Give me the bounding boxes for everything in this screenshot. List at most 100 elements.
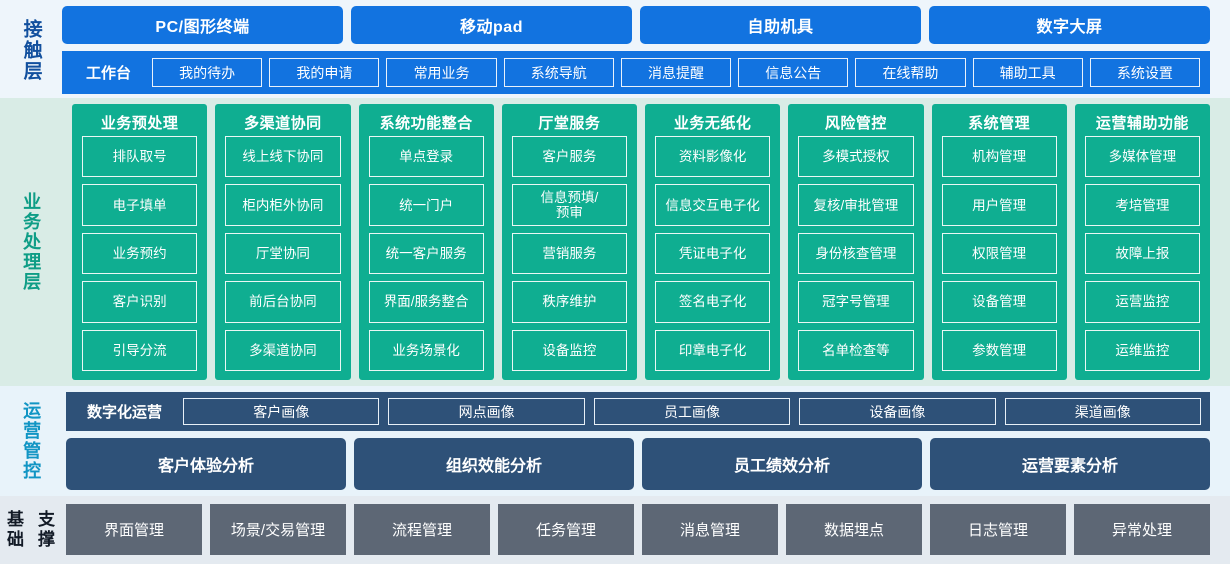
- analysis-chip[interactable]: 客户体验分析: [66, 438, 346, 490]
- business-item[interactable]: 参数管理: [941, 329, 1057, 372]
- operations-layer-band: 运营管控 数字化运营 客户画像 网点画像 员工画像 设备画像 渠道画像 客户体验…: [0, 386, 1230, 496]
- business-item[interactable]: 故障上报: [1084, 232, 1200, 275]
- business-item-list: 多媒体管理 考培管理 故障上报 运营监控 运维监控: [1084, 136, 1200, 372]
- business-item-list: 资料影像化 信息交互电子化 凭证电子化 签名电子化 印章电子化: [655, 136, 771, 372]
- foundation-chip-row: 界面管理 场景/交易管理 流程管理 任务管理 消息管理 数据埋点 日志管理 异常…: [62, 504, 1230, 555]
- business-column: 风险管控 多模式授权 复核/审批管理 身份核查管理 冠字号管理 名单检查等: [788, 104, 924, 380]
- foundation-chip[interactable]: 流程管理: [354, 504, 490, 555]
- business-item[interactable]: 业务预约: [82, 232, 198, 275]
- terminal-chip[interactable]: 数字大屏: [929, 6, 1210, 44]
- business-item[interactable]: 设备监控: [511, 329, 627, 372]
- business-item[interactable]: 多模式授权: [798, 136, 914, 178]
- portrait-item[interactable]: 设备画像: [799, 398, 996, 425]
- menu-item[interactable]: 信息公告: [738, 58, 849, 87]
- contact-layer-label: 接触层: [0, 6, 62, 94]
- business-column: 多渠道协同 线上线下协同 柜内柜外协同 厅堂协同 前后台协同 多渠道协同: [215, 104, 351, 380]
- workbench-label: 工作台: [86, 65, 132, 82]
- business-item[interactable]: 界面/服务整合: [368, 281, 484, 323]
- business-item-list: 排队取号 电子填单 业务预约 客户识别 引导分流: [82, 136, 198, 372]
- business-column-title: 风险管控: [824, 115, 887, 132]
- menu-item[interactable]: 在线帮助: [855, 58, 966, 87]
- business-item[interactable]: 营销服务: [511, 232, 627, 275]
- foundation-chip[interactable]: 异常处理: [1074, 504, 1210, 555]
- terminal-chip[interactable]: 移动pad: [351, 6, 632, 44]
- business-item-list: 客户服务 信息预填/ 预审 营销服务 秩序维护 设备监控: [511, 136, 627, 372]
- business-item-list: 多模式授权 复核/审批管理 身份核查管理 冠字号管理 名单检查等: [798, 136, 914, 372]
- business-item[interactable]: 用户管理: [941, 184, 1057, 226]
- menu-item[interactable]: 系统导航: [503, 58, 614, 87]
- portrait-item[interactable]: 渠道画像: [1004, 398, 1201, 425]
- workbench-menu-bar: 工作台 我的待办 我的申请 常用业务 系统导航 消息提醒 信息公告 在线帮助 辅…: [62, 51, 1210, 94]
- business-item[interactable]: 设备管理: [941, 281, 1057, 323]
- business-item[interactable]: 多渠道协同: [225, 329, 341, 372]
- business-column: 厅堂服务 客户服务 信息预填/ 预审 营销服务 秩序维护 设备监控: [501, 104, 637, 380]
- business-layer-body: 业务预处理 排队取号 电子填单 业务预约 客户识别 引导分流 多渠道协同 线上线…: [62, 104, 1230, 380]
- menu-item[interactable]: 我的待办: [152, 58, 263, 87]
- digital-operations-bar: 数字化运营 客户画像 网点画像 员工画像 设备画像 渠道画像: [66, 392, 1210, 431]
- business-item[interactable]: 身份核查管理: [798, 232, 914, 275]
- business-item[interactable]: 印章电子化: [655, 329, 771, 372]
- business-item[interactable]: 电子填单: [82, 184, 198, 226]
- portrait-item[interactable]: 客户画像: [183, 398, 380, 425]
- business-item[interactable]: 凭证电子化: [655, 232, 771, 275]
- foundation-chip[interactable]: 场景/交易管理: [210, 504, 346, 555]
- menu-item[interactable]: 辅助工具: [972, 58, 1083, 87]
- business-column-title: 系统管理: [968, 115, 1031, 132]
- analysis-chip[interactable]: 员工绩效分析: [642, 438, 922, 490]
- business-item-list: 单点登录 统一门户 统一客户服务 界面/服务整合 业务场景化: [368, 136, 484, 372]
- business-item[interactable]: 线上线下协同: [225, 136, 341, 178]
- business-item[interactable]: 统一客户服务: [368, 232, 484, 275]
- contact-layer-body: PC/图形终端 移动pad 自助机具 数字大屏 工作台 我的待办 我的申请 常用…: [62, 6, 1230, 94]
- business-item[interactable]: 权限管理: [941, 232, 1057, 275]
- business-item[interactable]: 柜内柜外协同: [225, 184, 341, 226]
- business-item[interactable]: 多媒体管理: [1084, 136, 1200, 178]
- business-item[interactable]: 引导分流: [82, 329, 198, 372]
- business-item-list: 线上线下协同 柜内柜外协同 厅堂协同 前后台协同 多渠道协同: [225, 136, 341, 372]
- foundation-layer-band: 基础 支撑 界面管理 场景/交易管理 流程管理 任务管理 消息管理 数据埋点 日…: [0, 496, 1230, 564]
- foundation-layer-label-line2: 支撑: [38, 509, 55, 549]
- terminal-chip[interactable]: 自助机具: [640, 6, 921, 44]
- menu-item[interactable]: 消息提醒: [620, 58, 732, 87]
- foundation-chip[interactable]: 任务管理: [498, 504, 634, 555]
- business-column: 运营辅助功能 多媒体管理 考培管理 故障上报 运营监控 运维监控: [1074, 104, 1210, 380]
- business-item[interactable]: 业务场景化: [368, 329, 484, 372]
- operations-content: 数字化运营 客户画像 网点画像 员工画像 设备画像 渠道画像 客户体验分析 组织…: [62, 392, 1230, 490]
- foundation-chip[interactable]: 界面管理: [66, 504, 202, 555]
- foundation-chip[interactable]: 数据埋点: [786, 504, 922, 555]
- menu-item[interactable]: 系统设置: [1089, 58, 1200, 87]
- business-item[interactable]: 客户服务: [511, 136, 627, 178]
- business-item[interactable]: 考培管理: [1084, 184, 1200, 226]
- business-item[interactable]: 信息交互电子化: [655, 184, 771, 226]
- business-item[interactable]: 前后台协同: [225, 281, 341, 323]
- business-item[interactable]: 资料影像化: [655, 136, 771, 178]
- business-column-title: 运营辅助功能: [1095, 115, 1189, 132]
- business-item[interactable]: 统一门户: [368, 184, 484, 226]
- business-item[interactable]: 客户识别: [82, 281, 198, 323]
- business-column: 业务预处理 排队取号 电子填单 业务预约 客户识别 引导分流: [72, 104, 208, 380]
- business-item[interactable]: 单点登录: [368, 136, 484, 178]
- operations-layer-body: 数字化运营 客户画像 网点画像 员工画像 设备画像 渠道画像 客户体验分析 组织…: [62, 392, 1230, 490]
- business-item[interactable]: 复核/审批管理: [798, 184, 914, 226]
- portrait-item[interactable]: 网点画像: [388, 398, 585, 425]
- business-item[interactable]: 冠字号管理: [798, 281, 914, 323]
- business-item-list: 机构管理 用户管理 权限管理 设备管理 参数管理: [941, 136, 1057, 372]
- analysis-chip[interactable]: 运营要素分析: [930, 438, 1210, 490]
- foundation-chip[interactable]: 消息管理: [642, 504, 778, 555]
- business-item[interactable]: 厅堂协同: [225, 232, 341, 275]
- business-item[interactable]: 秩序维护: [511, 281, 627, 323]
- business-item[interactable]: 排队取号: [82, 136, 198, 178]
- business-item[interactable]: 信息预填/ 预审: [511, 184, 627, 226]
- portrait-item[interactable]: 员工画像: [593, 398, 791, 425]
- menu-item[interactable]: 我的申请: [269, 58, 380, 87]
- business-item[interactable]: 运营监控: [1084, 281, 1200, 323]
- business-layer-label: 业务处理层: [0, 104, 62, 380]
- business-item[interactable]: 名单检查等: [798, 329, 914, 372]
- business-item[interactable]: 签名电子化: [655, 281, 771, 323]
- business-item[interactable]: 运维监控: [1084, 329, 1200, 372]
- foundation-layer-body: 界面管理 场景/交易管理 流程管理 任务管理 消息管理 数据埋点 日志管理 异常…: [62, 504, 1230, 555]
- foundation-chip[interactable]: 日志管理: [930, 504, 1066, 555]
- terminal-chip[interactable]: PC/图形终端: [62, 6, 343, 44]
- business-item[interactable]: 机构管理: [941, 136, 1057, 178]
- menu-item[interactable]: 常用业务: [386, 58, 497, 87]
- analysis-chip[interactable]: 组织效能分析: [354, 438, 634, 490]
